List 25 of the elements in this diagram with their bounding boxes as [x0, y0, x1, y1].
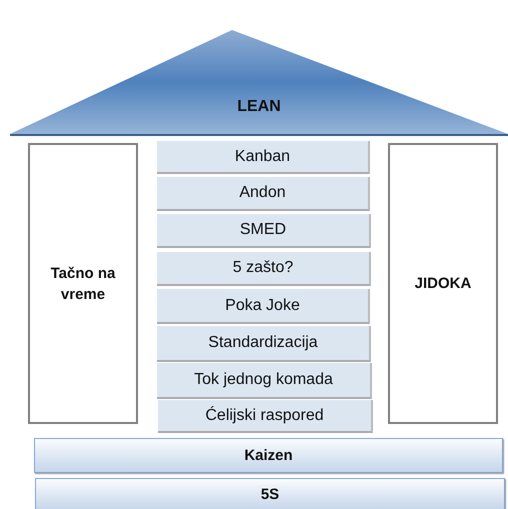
tool-block [157, 141, 370, 174]
roof-label: LEAN [236, 98, 282, 116]
node-label: JIDOKA [414, 274, 472, 294]
node-label: Tok jednog komada [194, 371, 333, 389]
tool-block [157, 326, 371, 362]
tool-block [157, 214, 371, 248]
tool-block [158, 400, 373, 433]
pillar-box [388, 143, 498, 424]
node-label: Standardizacija [208, 334, 318, 352]
node-label: Andon [239, 184, 286, 202]
pillar-box [28, 143, 138, 424]
node-label: SMED [240, 221, 286, 239]
node-label: Kaizen [244, 447, 293, 464]
tool-block [157, 252, 371, 286]
foundation-bar [35, 478, 505, 509]
foundation-bar [34, 438, 503, 473]
tool-block [157, 289, 370, 324]
node-label: Poka Joke [225, 296, 300, 314]
tool-block [157, 363, 372, 399]
tool-block [157, 177, 370, 211]
node-label: Kanban [234, 148, 290, 166]
node-label: Ćelijski raspored [205, 406, 324, 424]
node-label: Tačno na vreme [50, 264, 116, 304]
node-label: 5S [260, 486, 280, 503]
node-label: 5 zašto? [232, 259, 294, 277]
